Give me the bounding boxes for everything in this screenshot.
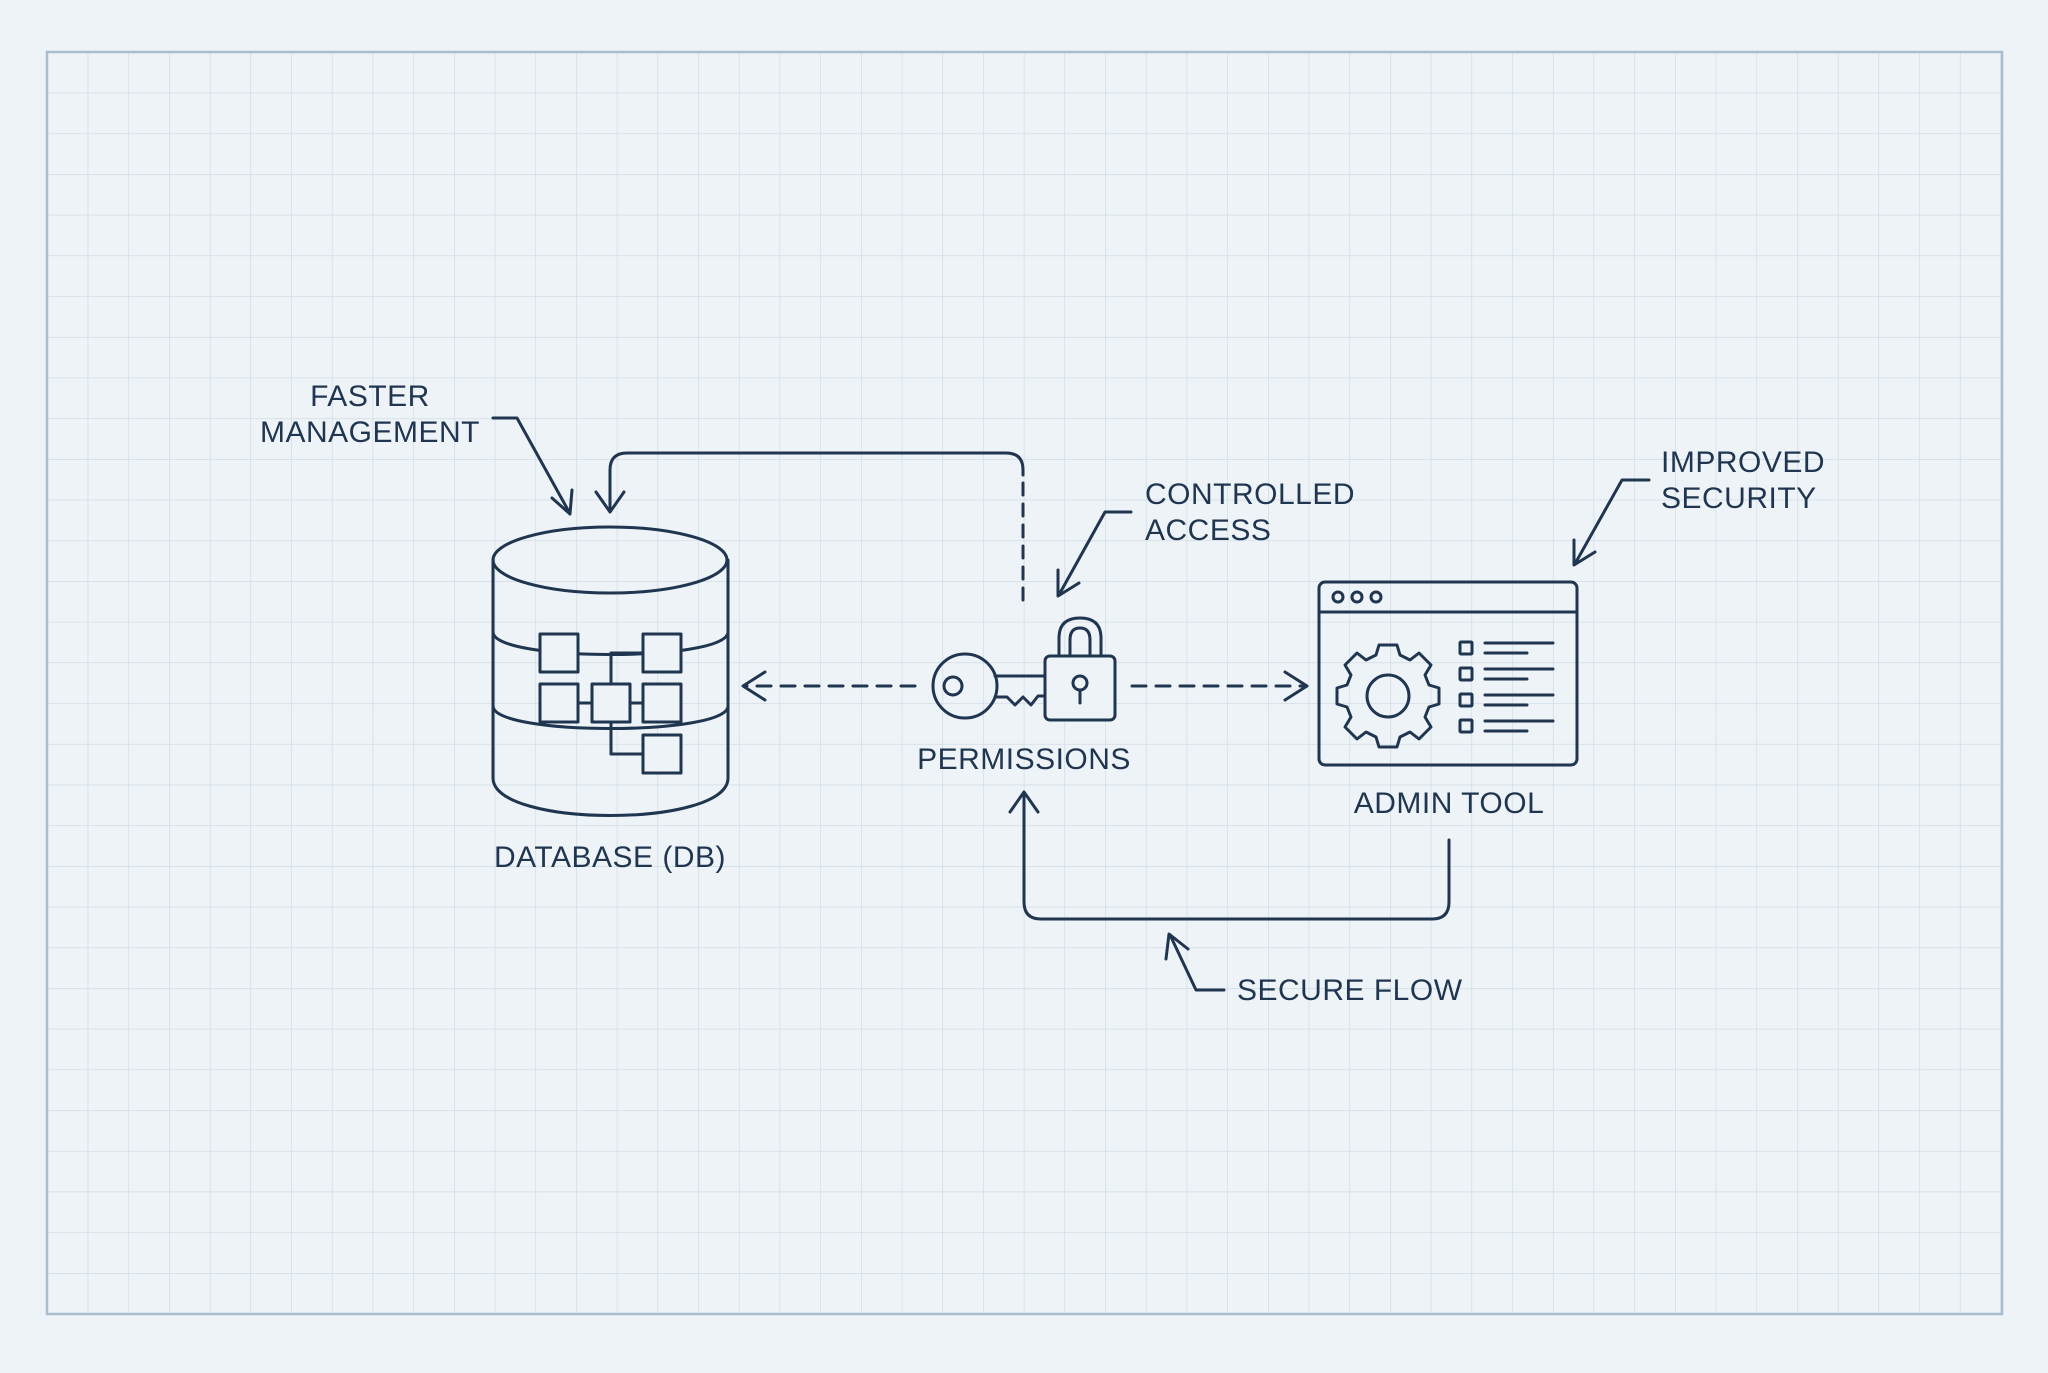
annotation-controlled-access-line2: ACCESS [1145, 514, 1271, 547]
leader-secure-flow [1164, 932, 1226, 992]
leader-improved-security [1572, 478, 1651, 567]
arrowhead-left [741, 670, 767, 702]
grid-background [47, 52, 2002, 1314]
connector-permissions-to-database [594, 451, 1025, 602]
annotation-faster-management-line2: MANAGEMENT [260, 416, 480, 449]
annotation-controlled-access-line1: CONTROLLED [1145, 478, 1355, 511]
arrowhead-right [1283, 670, 1309, 702]
admin-window-icon [1317, 580, 1579, 767]
frame-border [45, 50, 2004, 1316]
leader-faster-management [491, 416, 574, 516]
admin-tool-label: ADMIN TOOL [1354, 787, 1545, 820]
arrowhead-database-top [594, 490, 626, 514]
gear-icon [1335, 643, 1441, 749]
permissions-label: PERMISSIONS [917, 743, 1131, 776]
connector-permissions-left [741, 670, 917, 702]
arrowhead-permissions-bottom [1008, 790, 1040, 814]
annotation-improved-security-line2: SECURITY [1661, 482, 1817, 515]
annotation-improved-security-line1: IMPROVED [1661, 446, 1825, 479]
connector-admin-to-permissions [1008, 790, 1451, 921]
database-label: DATABASE (DB) [494, 841, 726, 874]
key-lock-icon [931, 616, 1117, 722]
annotation-secure-flow: SECURE FLOW [1237, 974, 1463, 1007]
connector-permissions-right [1130, 670, 1309, 702]
database-icon [491, 525, 730, 817]
leader-controlled-access [1056, 510, 1133, 598]
annotation-faster-management-line1: FASTER [310, 380, 430, 413]
